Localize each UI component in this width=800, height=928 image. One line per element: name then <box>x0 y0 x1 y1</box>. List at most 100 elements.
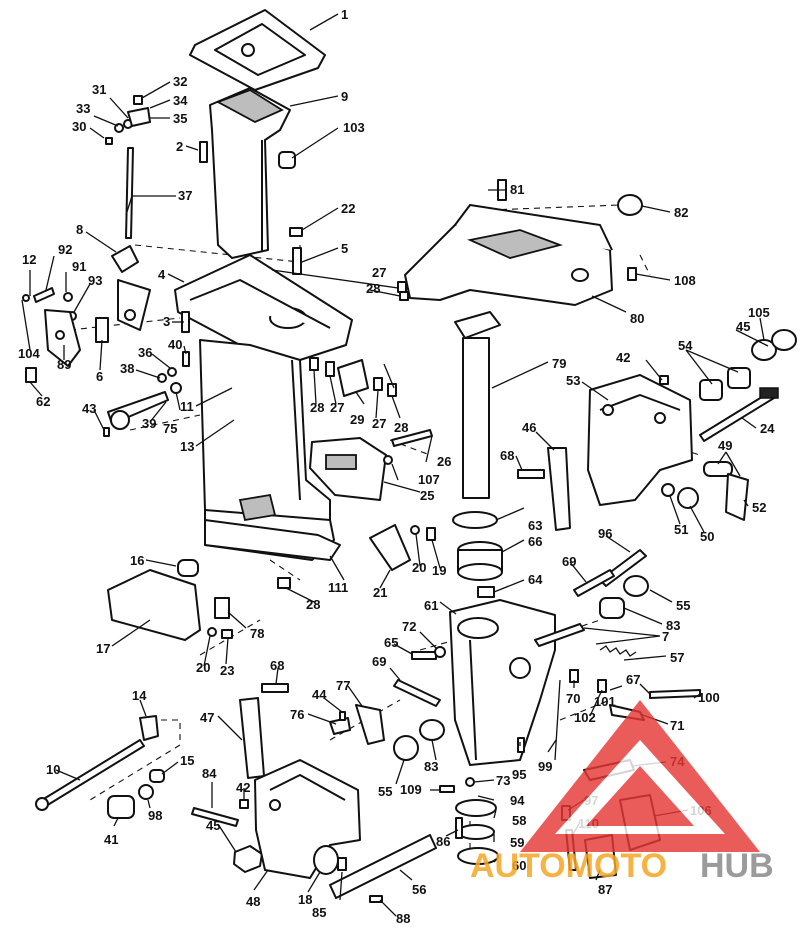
callout-12: 12 <box>22 252 36 267</box>
callout-11: 11 <box>180 399 194 414</box>
part-screw-95 <box>517 737 525 753</box>
callout-45a: 45 <box>736 319 750 334</box>
part-shift-lever-39 <box>103 373 182 437</box>
part-bushing-41 <box>107 795 135 819</box>
callout-2: 2 <box>176 139 183 154</box>
callout-55b: 55 <box>378 784 392 799</box>
callout-70: 70 <box>566 691 580 706</box>
callout-29: 29 <box>350 412 364 427</box>
watermark-brand-left: AUTOMOTO <box>470 847 667 885</box>
callout-111: 111 <box>328 580 348 595</box>
part-swivel-shaft-79 <box>454 311 501 499</box>
part-bushing-82 <box>617 194 643 216</box>
callout-82: 82 <box>674 205 688 220</box>
callout-43: 43 <box>82 401 96 416</box>
callout-60: 60 <box>512 858 526 873</box>
part-shaft-7 <box>534 623 585 647</box>
callout-75: 75 <box>163 421 177 436</box>
callout-35: 35 <box>173 111 187 126</box>
callout-65: 65 <box>384 635 398 650</box>
callout-56: 56 <box>412 882 426 897</box>
callout-22: 22 <box>341 201 355 216</box>
watermark-brand-right: HUB <box>700 847 774 885</box>
part-ring-59 <box>457 824 495 840</box>
part-lower-mount-25 <box>309 429 433 501</box>
callout-16: 16 <box>130 553 144 568</box>
callout-84: 84 <box>202 766 217 781</box>
part-plate-64 <box>477 586 495 598</box>
part-washer-55 <box>393 735 419 761</box>
callout-15: 15 <box>180 753 194 768</box>
callout-104: 104 <box>18 346 40 361</box>
part-lever-77 <box>329 704 385 745</box>
callout-27c: 27 <box>372 265 386 280</box>
part-shift-rod <box>125 147 134 239</box>
part-nut-28-lower <box>277 577 291 589</box>
callout-45b: 45 <box>206 818 220 833</box>
part-swivel-housing-61 <box>449 599 556 766</box>
callout-61: 61 <box>424 598 438 613</box>
part-ring-58 <box>455 799 497 817</box>
watermark-triangle-core <box>586 766 694 826</box>
watermark-logo <box>520 700 760 852</box>
part-nut-42-lower <box>239 799 249 809</box>
callout-101: 101 <box>594 694 616 709</box>
callout-13: 13 <box>180 439 194 454</box>
callout-103: 103 <box>343 120 365 135</box>
callout-59: 59 <box>510 835 524 850</box>
callout-6: 6 <box>96 369 103 384</box>
part-washer-98 <box>138 784 154 800</box>
callout-7: 7 <box>662 629 669 644</box>
callout-32: 32 <box>173 74 187 89</box>
part-screw-88 <box>369 895 383 903</box>
part-gasket <box>189 9 326 91</box>
callout-64: 64 <box>528 572 543 587</box>
callout-92: 92 <box>58 242 72 257</box>
callout-107: 107 <box>418 472 440 487</box>
callout-10: 10 <box>46 762 60 777</box>
part-spring-57 <box>569 645 637 693</box>
callout-41: 41 <box>104 832 118 847</box>
callout-44: 44 <box>312 687 327 702</box>
callout-23: 23 <box>220 663 234 678</box>
part-nut-45-lower <box>233 845 263 873</box>
callout-50: 50 <box>700 529 714 544</box>
callout-33: 33 <box>76 101 90 116</box>
callout-63: 63 <box>528 518 542 533</box>
callout-57: 57 <box>670 650 684 665</box>
callout-24: 24 <box>760 421 775 436</box>
callout-71: 71 <box>670 718 684 733</box>
part-pin-28 <box>399 291 409 301</box>
part-screw-40 <box>182 351 190 367</box>
callout-20a: 20 <box>196 660 210 675</box>
part-clamp-bracket-53 <box>587 374 693 506</box>
part-plate-56 <box>329 834 437 899</box>
part-plug-16 <box>177 559 199 577</box>
callout-27a: 27 <box>330 400 344 415</box>
callout-96: 96 <box>598 526 612 541</box>
part-clamp-bracket-48 <box>254 759 361 879</box>
part-steering-bracket-80 <box>404 204 613 306</box>
callout-108: 108 <box>674 273 696 288</box>
part-lever-assembly <box>111 245 151 331</box>
callout-68a: 68 <box>500 448 514 463</box>
part-screw-62 <box>25 367 37 383</box>
callout-1: 1 <box>341 7 348 22</box>
callout-21: 21 <box>373 585 387 600</box>
callout-94: 94 <box>510 793 525 808</box>
callout-28c: 28 <box>306 597 320 612</box>
callout-47: 47 <box>200 710 214 725</box>
callout-98: 98 <box>148 808 162 823</box>
part-small-hardware-upper <box>105 95 151 145</box>
part-cover-111 <box>204 519 341 561</box>
part-screws-65-72 <box>393 646 446 707</box>
callout-86: 86 <box>436 834 450 849</box>
callout-58: 58 <box>512 813 526 828</box>
callout-25: 25 <box>420 488 434 503</box>
callout-27b: 27 <box>372 416 386 431</box>
callout-20b: 20 <box>412 560 426 575</box>
callout-83b: 83 <box>424 759 438 774</box>
callout-53: 53 <box>566 373 580 388</box>
callout-69a: 69 <box>562 554 576 569</box>
